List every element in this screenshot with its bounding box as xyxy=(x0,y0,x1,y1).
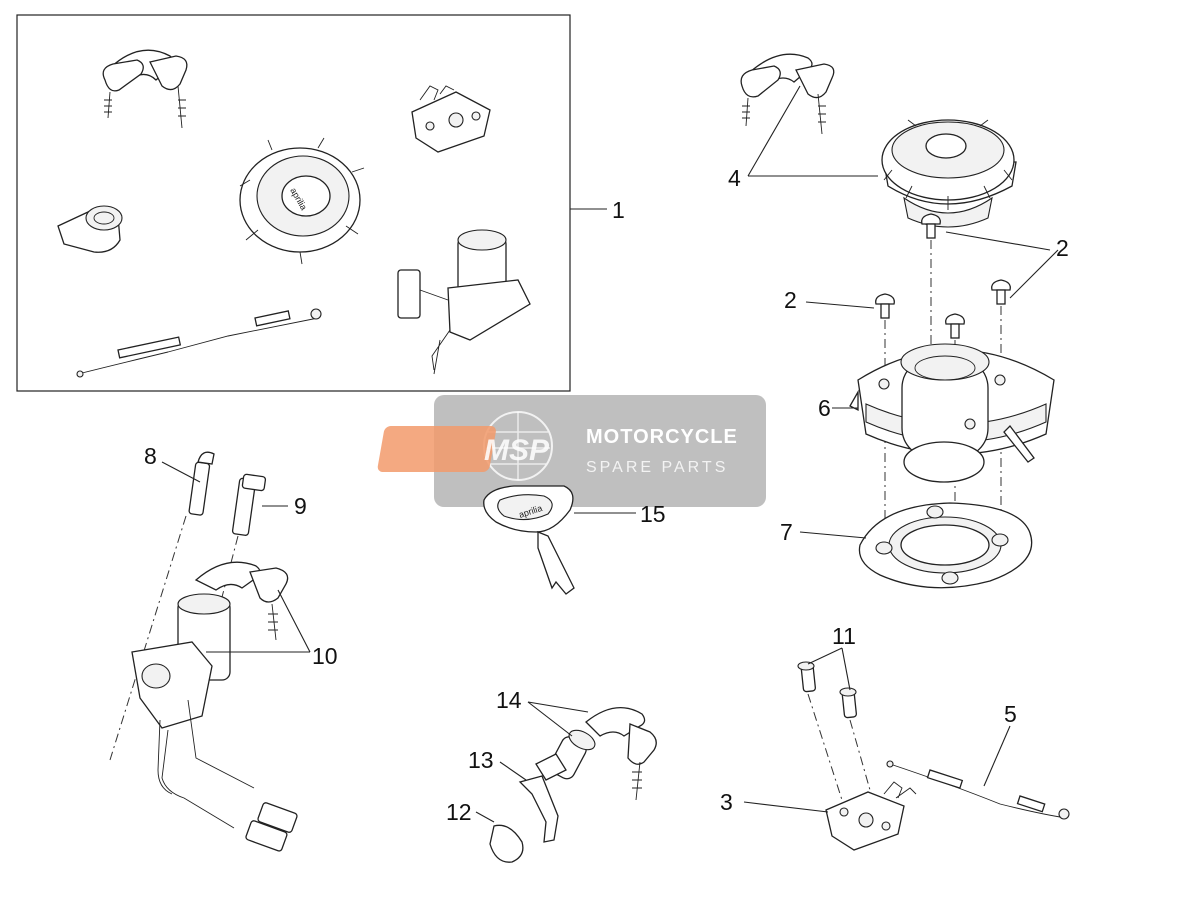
leader-10b xyxy=(277,589,311,653)
kit-ignition-switch-illustration xyxy=(397,229,531,375)
leader-2a xyxy=(945,231,1051,251)
leader-7 xyxy=(799,531,867,539)
leader-11a xyxy=(807,647,843,665)
screws-2-illustration xyxy=(875,213,1011,339)
callout-3: 3 xyxy=(720,789,733,815)
fuel-cap-keys-illustration xyxy=(740,53,835,135)
callout-10: 10 xyxy=(312,643,338,669)
callout-12: 12 xyxy=(446,799,472,825)
spring-12-illustration xyxy=(489,824,524,863)
kit-box xyxy=(16,14,607,392)
kit-seat-lock-illustration xyxy=(411,85,491,153)
screws-11-illustration xyxy=(797,661,871,801)
callout-2-left: 2 xyxy=(784,287,797,313)
leader-2c xyxy=(805,301,875,309)
leader-2b xyxy=(1009,249,1059,299)
leader-11b xyxy=(841,647,851,691)
callout-1: 1 xyxy=(612,197,625,223)
callout-2-right: 2 xyxy=(1056,235,1069,261)
kit-keys-illustration xyxy=(102,49,188,129)
leader-8 xyxy=(161,461,201,483)
leader-12 xyxy=(475,811,495,823)
gasket-illustration xyxy=(858,502,1033,589)
leader-5 xyxy=(983,725,1011,787)
watermark-title: MOTORCYCLE xyxy=(586,426,738,448)
callout-7: 7 xyxy=(780,519,793,545)
ignition-switch-illustration xyxy=(131,561,298,852)
callout-15: 15 xyxy=(640,501,666,527)
key-15-illustration: aprilia xyxy=(483,485,575,595)
leader-14a xyxy=(527,701,589,713)
callout-14: 14 xyxy=(496,687,522,713)
callout-11: 11 xyxy=(832,623,856,649)
kit-lock-cylinder-illustration xyxy=(57,205,123,253)
kit-fuel-cap-illustration: aprilia xyxy=(239,137,365,265)
bolt-8-illustration xyxy=(188,451,215,516)
callout-9: 9 xyxy=(294,493,307,519)
leader-3 xyxy=(743,801,829,813)
callout-8: 8 xyxy=(144,443,157,469)
callout-4: 4 xyxy=(728,165,741,191)
seat-lock-keys-illustration xyxy=(535,707,657,801)
watermark: MSP MOTORCYCLE SPARE PARTS xyxy=(377,395,766,507)
callout-5: 5 xyxy=(1004,701,1017,727)
kit-cable-illustration xyxy=(76,308,322,378)
cable-5-illustration xyxy=(886,760,1070,820)
bracket-13-illustration xyxy=(518,775,559,843)
bolt-9-illustration xyxy=(231,473,267,536)
leader-13 xyxy=(499,761,527,781)
callout-6: 6 xyxy=(818,395,831,421)
watermark-logo-text: MSP xyxy=(484,434,550,467)
leader-4a xyxy=(747,85,801,177)
leader-14b xyxy=(527,701,573,737)
seat-lock-3-illustration xyxy=(825,781,917,851)
filler-housing-illustration xyxy=(849,343,1055,483)
callout-labels: 1 2 2 3 4 5 6 7 8 9 10 11 12 13 14 15 xyxy=(144,165,1069,825)
callout-13: 13 xyxy=(468,747,494,773)
watermark-subtitle: SPARE PARTS xyxy=(586,459,728,476)
fuel-cap-illustration xyxy=(881,119,1017,228)
